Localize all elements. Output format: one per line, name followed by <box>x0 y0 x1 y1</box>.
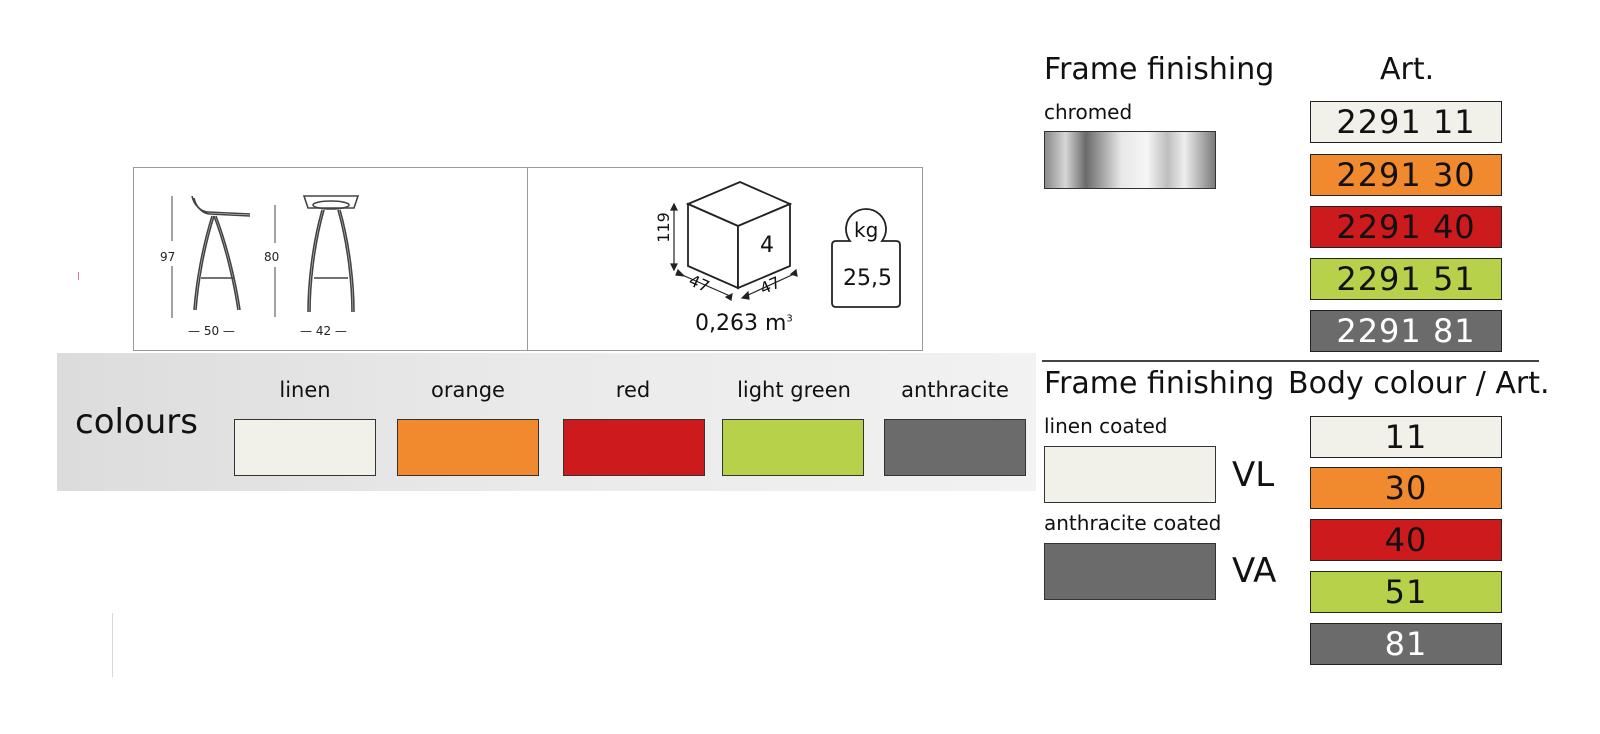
coated-code-linen: VL <box>1232 455 1275 495</box>
height-line-side-icon <box>171 196 173 318</box>
weight-icon <box>831 208 901 308</box>
colour-swatch-anthracite <box>884 419 1026 476</box>
colour-name-red: red <box>615 378 651 402</box>
colour-name-orange: orange <box>431 378 505 402</box>
article-code: 40 <box>1384 521 1428 559</box>
colour-swatch-red <box>563 419 705 476</box>
package-volume: 0,263 m3 <box>695 311 793 336</box>
chromed-article: 2291 40 <box>1310 206 1502 248</box>
colour-name-linen: linen <box>279 378 331 402</box>
chromed-section-heading: Frame finishing <box>1044 52 1275 87</box>
dim-width-side-label: — 50 — <box>188 324 235 338</box>
chromed-article: 2291 30 <box>1310 154 1502 196</box>
colour-swatch-orange <box>397 419 539 476</box>
spec-divider <box>527 167 528 351</box>
colours-label: colours <box>75 402 198 442</box>
weight-value: 25,5 <box>843 266 892 291</box>
coated-article: 81 <box>1310 623 1502 665</box>
dim-height-front: 80 <box>264 250 280 264</box>
chromed-article: 2291 11 <box>1310 101 1502 143</box>
section-separator <box>1042 360 1539 362</box>
coated-article: 51 <box>1310 571 1502 613</box>
dim-width-front-label: — 42 — <box>300 324 347 338</box>
height-line-front-icon <box>274 205 276 317</box>
chromed-finish-label: chromed <box>1044 100 1133 124</box>
dim-width-front: 42 <box>315 324 332 338</box>
coated-article: 30 <box>1310 467 1502 509</box>
coated-swatch-anthracite <box>1044 543 1216 600</box>
article-code: 2291 30 <box>1336 156 1476 194</box>
colours-band <box>57 353 1036 491</box>
colour-swatch-light-green <box>722 419 864 476</box>
stray-mark <box>78 272 79 280</box>
article-code: 2291 51 <box>1336 260 1476 298</box>
coated-finish-label-anthracite: anthracite coated <box>1044 511 1222 535</box>
colour-name-light-green: light green <box>737 378 851 402</box>
package-volume-value: 0,263 m <box>695 311 787 336</box>
article-code: 11 <box>1384 418 1428 456</box>
stray-line <box>112 613 113 677</box>
coated-article: 11 <box>1310 416 1502 458</box>
article-code: 2291 40 <box>1336 208 1476 246</box>
coated-article: 40 <box>1310 519 1502 561</box>
article-code: 51 <box>1384 573 1428 611</box>
chromed-swatch <box>1044 131 1216 189</box>
coated-code-anthracite: VA <box>1232 551 1277 591</box>
coated-section-heading: Frame finishing <box>1044 366 1275 401</box>
package-box-icon <box>670 181 798 301</box>
package-qty: 4 <box>760 233 774 258</box>
coated-swatch-linen <box>1044 446 1216 503</box>
stool-side-view-icon <box>191 195 251 311</box>
chromed-article: 2291 51 <box>1310 258 1502 300</box>
article-code: 30 <box>1384 469 1428 507</box>
coated-art-heading: Body colour / Art. <box>1288 366 1550 401</box>
article-code: 2291 81 <box>1336 312 1476 350</box>
dim-width-side: 50 <box>203 324 220 338</box>
article-code: 81 <box>1384 625 1428 663</box>
chromed-article: 2291 81 <box>1310 310 1502 352</box>
package-height: 119 <box>653 212 673 243</box>
stool-front-view-icon <box>302 195 360 313</box>
dim-height-side: 97 <box>160 250 176 264</box>
spec-box <box>133 167 923 351</box>
chromed-art-heading: Art. <box>1380 52 1435 87</box>
colour-swatch-linen <box>234 419 376 476</box>
coated-finish-label-linen: linen coated <box>1044 414 1168 438</box>
weight-unit: kg <box>854 218 879 242</box>
colour-name-anthracite: anthracite <box>901 378 1009 402</box>
article-code: 2291 11 <box>1336 103 1476 141</box>
package-volume-exp: 3 <box>786 313 793 325</box>
